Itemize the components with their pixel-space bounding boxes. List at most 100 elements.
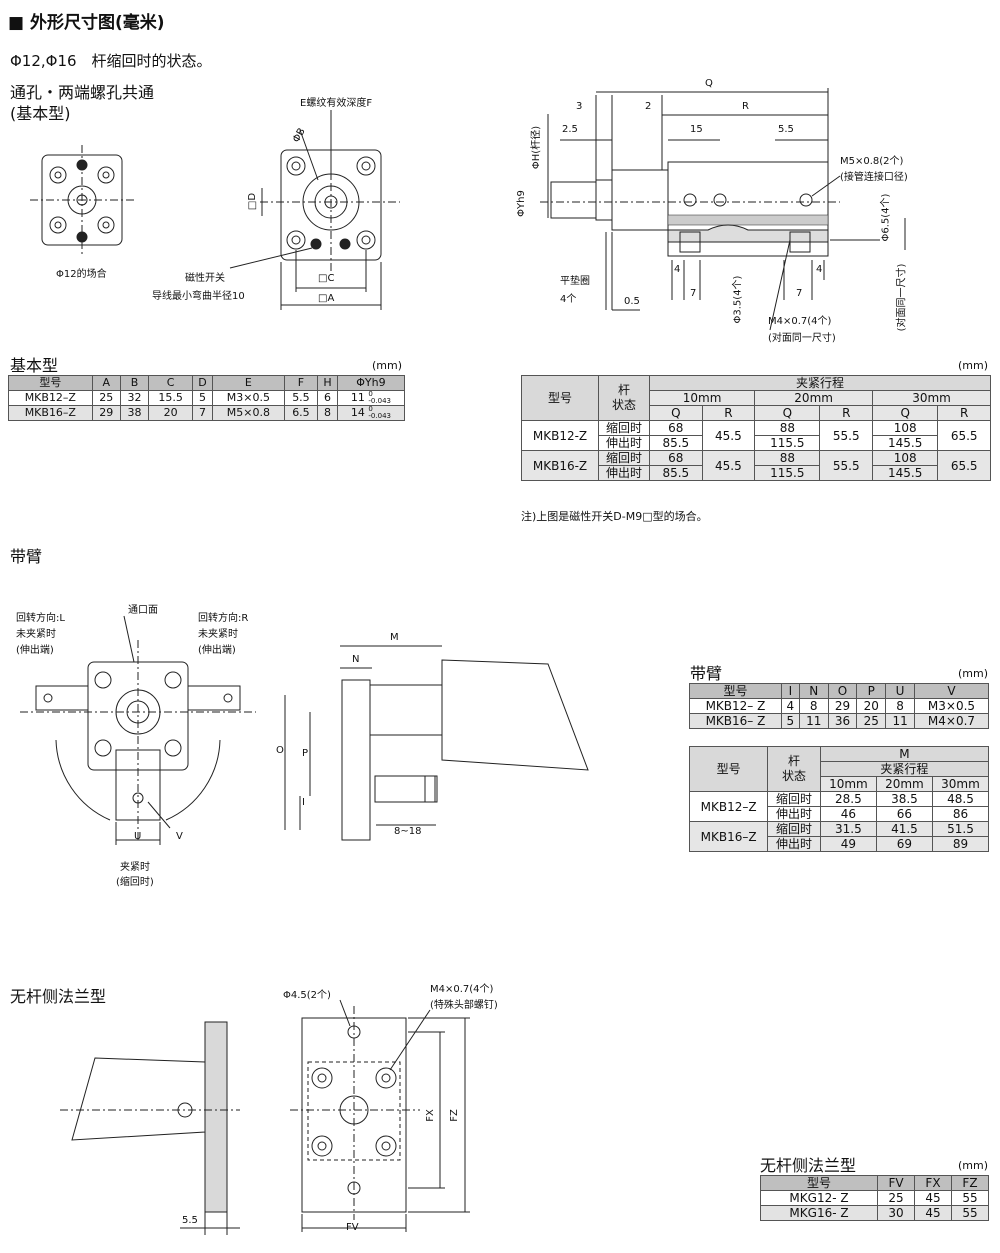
cell-state: 缩回时: [598, 420, 650, 436]
label-m4: M4×0.7(4个): [768, 316, 832, 327]
cell-n: 8: [798, 698, 829, 714]
arm-table-unit: (mm): [958, 667, 989, 680]
cell-r: 55.5: [819, 420, 874, 451]
col-b: B: [119, 375, 150, 391]
arm-side-view: [284, 645, 589, 841]
label-4a: 4: [674, 264, 681, 275]
label-8-18: 8~18: [394, 826, 422, 837]
label-c: □C: [318, 273, 335, 284]
y-value: 14: [350, 406, 365, 419]
front-view-phi12: [30, 145, 134, 255]
flange-front-view: [290, 999, 470, 1232]
label-m4-note: (对面同一尺寸): [768, 333, 836, 344]
cell-q: 88: [754, 420, 821, 436]
col-o: O: [827, 683, 858, 699]
side-view: [540, 88, 906, 331]
cell-q: 145.5: [872, 465, 939, 481]
label-extended-left: (伸出端): [16, 645, 54, 656]
col-c: C: [148, 375, 194, 391]
front-view-main: [229, 110, 400, 310]
col-model: 型号: [521, 375, 599, 421]
basic-spec-table: 型号 A B C D E F H ΦYh9 MKB12–Z 25 32 15.5…: [8, 375, 406, 421]
cell-m: 46: [819, 806, 877, 822]
label-5-5: 5.5: [182, 1215, 198, 1226]
label-a: □A: [318, 293, 335, 304]
basic-table-unit: (mm): [372, 359, 403, 372]
cell-fx: 45: [914, 1190, 952, 1206]
cell-state: 缩回时: [767, 791, 821, 807]
label-m5-port-note: (接管连接口径): [840, 172, 908, 183]
table-row: MKB12-Z 缩回时 68 45.5 88 55.5 108 65.5: [521, 420, 991, 451]
label-special-screw: (特殊头部螺钉): [430, 1000, 498, 1011]
cell-m: 66: [875, 806, 933, 822]
col-clamp-stroke: 夹紧行程: [649, 375, 991, 391]
cell-m: 89: [931, 836, 990, 852]
cell-o: 29: [827, 698, 858, 714]
col-a: A: [91, 375, 121, 391]
cell-h: 6: [317, 390, 338, 406]
label-m: M: [390, 632, 399, 643]
table-row: 伸出时 49 69 89: [690, 836, 990, 852]
flange-side-view: [60, 1021, 240, 1235]
label-3: 3: [576, 101, 583, 112]
cell-q: 88: [754, 450, 821, 466]
col-rod-state: 杆 状态: [598, 375, 650, 421]
cell-model: MKG16- Z: [759, 1205, 879, 1221]
cell-m: 69: [875, 836, 933, 852]
cell-v: M3×0.5: [913, 698, 990, 714]
label-d: □D: [247, 192, 259, 211]
col-model: 型号: [689, 683, 782, 699]
cell-model: MKB16–Z: [688, 821, 769, 852]
cell-fx: 45: [914, 1205, 952, 1221]
stroke-20: 20mm: [754, 390, 874, 406]
label-e-thread: E螺纹有效深度F: [300, 98, 373, 109]
table-row: MKG12- Z 25 45 55: [759, 1190, 990, 1206]
col-d: D: [192, 375, 214, 391]
cell-state: 伸出时: [767, 806, 821, 822]
table-row: 伸出时 85.5 115.5 145.5: [522, 465, 991, 481]
col-q: Q: [649, 405, 703, 421]
label-fx: FX: [424, 1109, 436, 1122]
label-7a: 7: [690, 288, 697, 299]
flange-drawings: [60, 999, 470, 1235]
col-model: 型号: [688, 746, 769, 792]
cell-r: 65.5: [937, 450, 991, 481]
cell-c: 20: [148, 405, 194, 421]
col-model: 型号: [759, 1175, 879, 1191]
cell-b: 38: [119, 405, 150, 421]
cell-state: 缩回时: [767, 821, 821, 837]
label-2-5: 2.5: [562, 124, 578, 135]
qr-table-note: 注)上图是磁性开关D-M9□型的场合。: [521, 510, 708, 523]
qr-table-unit: (mm): [958, 359, 989, 372]
cell-r: 65.5: [937, 420, 991, 451]
table-header-row: 型号 I N O P U V: [689, 683, 990, 699]
cell-v: M4×0.7: [913, 713, 990, 729]
cell-q: 108: [872, 420, 939, 436]
cell-state: 伸出时: [598, 435, 650, 451]
stroke-30: 30mm: [931, 776, 990, 792]
cell-m: 38.5: [875, 791, 933, 807]
label-o: O: [276, 745, 284, 756]
cell-q: 108: [872, 450, 939, 466]
cell-model: MKB12– Z: [689, 698, 782, 714]
label-unclamped-right: 未夹紧时: [198, 629, 238, 640]
col-e: E: [212, 375, 285, 391]
basic-table-title: 基本型: [10, 356, 59, 375]
tol-upper: 0: [368, 405, 373, 413]
table-header-row: 型号 A B C D E F H ΦYh9: [8, 375, 406, 391]
cell-q: 145.5: [872, 435, 939, 451]
label-phi6-5: Φ6.5(4个): [880, 193, 892, 242]
col-m: M: [819, 746, 990, 762]
label-washer: 平垫圈: [560, 276, 590, 287]
cell-q: 68: [649, 450, 703, 466]
cell-c: 15.5: [148, 390, 194, 406]
cell-model: MKG12- Z: [759, 1190, 879, 1206]
cell-m: 51.5: [931, 821, 990, 837]
cell-n: 11: [798, 713, 829, 729]
label-extended-right: (伸出端): [198, 645, 236, 656]
cell-m: 41.5: [875, 821, 933, 837]
tol-lower: -0.043: [368, 412, 391, 420]
subtitle: Φ12,Φ16 杆缩回时的状态。: [10, 52, 212, 70]
arm-table-title: 带臂: [690, 664, 723, 683]
label-h-rod: ΦH(杆径): [531, 125, 543, 170]
